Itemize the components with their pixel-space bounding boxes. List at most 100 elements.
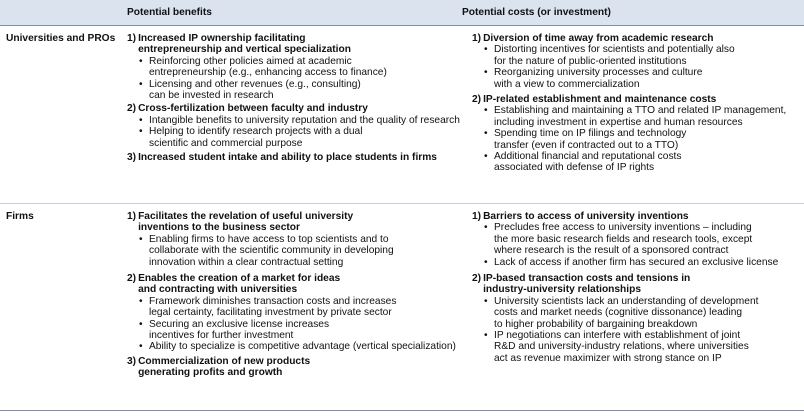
- list-item-line: legal certainty, facilitating investment…: [149, 307, 392, 319]
- list-item-line: Distorting incentives for scientists and…: [494, 44, 735, 56]
- list-item-line: with a view to commercialization: [494, 78, 640, 90]
- block-title: 1)Barriers to access of university inven…: [472, 211, 778, 222]
- list-item: Additional financial and reputational co…: [484, 151, 786, 174]
- list-item: Spending time on IP filings and technolo…: [484, 128, 786, 151]
- list-item-line: Establishing and maintaining a TTO and r…: [494, 105, 787, 117]
- header-divider: [0, 25, 804, 26]
- block-number: 3): [127, 152, 137, 164]
- list-item-line: Spending time on IP filings and technolo…: [494, 128, 687, 140]
- list-item-line: Framework diminishes transaction costs a…: [149, 295, 397, 307]
- block-title: 1)Diversion of time away from academic r…: [472, 33, 786, 44]
- list-item: IP negotiations can interfere with estab…: [484, 330, 778, 364]
- list-item-line: act as revenue maximizer with strong sta…: [494, 352, 722, 364]
- row2-benefits-cell: 1)Facilitates the revelation of useful u…: [127, 211, 456, 379]
- row1-costs-cell: 1)Diversion of time away from academic r…: [472, 33, 786, 174]
- list-item-line: costs and market needs (cognitive disson…: [494, 307, 743, 319]
- list-item-line: incentives for further investment: [149, 330, 294, 342]
- block-title: 2)IP-based transaction costs and tension…: [472, 273, 778, 296]
- list-item-line: for the nature of public-oriented instit…: [494, 55, 687, 67]
- list-item-line: to higher probability of bargaining brea…: [494, 318, 698, 330]
- list-item-line: Securing an exclusive license increases: [149, 318, 330, 330]
- list-block: 2)Enables the creation of a market for i…: [127, 273, 456, 353]
- list-item: University scientists lack an understand…: [484, 296, 778, 330]
- block-title: 2)Cross-fertilization between faculty an…: [127, 103, 460, 114]
- bullet-list: Framework diminishes transaction costs a…: [127, 296, 456, 353]
- row-label-universities: Universities and PROs: [6, 33, 116, 44]
- title-line: Commercialization of new products: [138, 355, 311, 367]
- list-item-line: Precludes free access to university inve…: [494, 222, 752, 234]
- list-item: Reorganizing university processes and cu…: [484, 67, 786, 90]
- list-item-line: R&D and university-industry relations, w…: [494, 341, 749, 353]
- title-line: IP-related establishment and maintenance…: [483, 94, 717, 106]
- block-title-text: Facilitates the revelation of useful uni…: [136, 211, 353, 234]
- block-title-text: Barriers to access of university inventi…: [481, 211, 689, 222]
- block-title-text: IP-related establishment and maintenance…: [481, 94, 716, 105]
- list-item-line: Licensing and other revenues (e.g., cons…: [149, 78, 361, 90]
- title-line: Increased student intake and ability to …: [138, 152, 437, 164]
- bullet-list: University scientists lack an understand…: [472, 296, 778, 364]
- title-line: Facilitates the revelation of useful uni…: [138, 211, 354, 222]
- list-item-line: University scientists lack an understand…: [494, 295, 759, 307]
- block-title-text: Enables the creation of a market for ide…: [136, 273, 340, 296]
- table-bottom-rule: [0, 410, 804, 411]
- list-item: Lack of access if another firm has secur…: [484, 256, 779, 269]
- row2-costs-cell: 1)Barriers to access of university inven…: [472, 211, 778, 364]
- block-title-text: Cross-fertilization between faculty and …: [136, 103, 368, 114]
- list-block: 1)Diversion of time away from academic r…: [472, 33, 786, 90]
- list-item-line: can be invested in research: [149, 90, 274, 102]
- list-item: Ability to specialize is competitive adv…: [139, 341, 456, 353]
- bullet-list: Precludes free access to university inve…: [472, 222, 778, 268]
- block-number: 1): [127, 211, 137, 222]
- title-line: generating profits and growth: [138, 367, 283, 379]
- list-item-line: where research is the result of a sponso…: [494, 245, 729, 257]
- list-item: Intangible benefits to university reputa…: [139, 114, 460, 127]
- list-block: 1)Barriers to access of university inven…: [472, 211, 778, 268]
- list-block: 3)Increased student intake and ability t…: [127, 152, 460, 163]
- list-item: Framework diminishes transaction costs a…: [139, 296, 456, 319]
- list-block: 2)IP-based transaction costs and tension…: [472, 273, 778, 364]
- block-number: 1): [127, 33, 137, 44]
- title-line: entrepreneurship and vertical specializa…: [138, 44, 351, 56]
- list-item-line: scientific and commercial purpose: [149, 137, 303, 149]
- list-item-line: Enabling firms to have access to top sci…: [149, 233, 389, 245]
- list-item: Establishing and maintaining a TTO and r…: [484, 105, 786, 128]
- block-title-text: IP-based transaction costs and tensions …: [481, 273, 690, 296]
- header-costs: Potential costs (or investment): [462, 7, 611, 18]
- list-item-line: Lack of access if another firm has secur…: [494, 256, 779, 268]
- title-line: Barriers to access of university inventi…: [483, 211, 689, 222]
- block-title: 1)Facilitates the revelation of useful u…: [127, 211, 456, 234]
- block-title: 2)IP-related establishment and maintenan…: [472, 94, 786, 105]
- block-number: 2): [472, 273, 482, 285]
- list-item-line: transfer (even if contracted out to a TT…: [494, 139, 679, 151]
- header-benefits: Potential benefits: [127, 7, 212, 18]
- bullet-list: Distorting incentives for scientists and…: [472, 44, 786, 90]
- list-item: Enabling firms to have access to top sci…: [139, 234, 456, 268]
- list-item: Securing an exclusive license increasesi…: [139, 319, 456, 342]
- title-line: Increased IP ownership facilitating: [138, 33, 306, 44]
- list-item: Reinforcing other policies aimed at acad…: [139, 56, 460, 79]
- list-item-line: Intangible benefits to university reputa…: [149, 114, 460, 126]
- table-header: Potential benefits Potential costs (or i…: [0, 0, 804, 25]
- list-item-line: entrepreneurship (e.g., enhancing access…: [149, 67, 387, 79]
- block-number: 2): [472, 94, 482, 106]
- title-line: Cross-fertilization between faculty and …: [138, 103, 368, 115]
- list-block: 2)IP-related establishment and maintenan…: [472, 94, 786, 174]
- list-item-line: Ability to specialize is competitive adv…: [149, 341, 456, 353]
- title-line: and contracting with universities: [138, 284, 298, 296]
- block-number: 3): [127, 355, 137, 367]
- list-item-line: collaborate with the scientific communit…: [149, 245, 394, 257]
- title-line: Enables the creation of a market for ide…: [138, 273, 341, 285]
- block-title: 3)Increased student intake and ability t…: [127, 152, 460, 163]
- list-item-line: associated with defense of IP rights: [494, 162, 655, 174]
- bullet-list: Intangible benefits to university reputa…: [127, 115, 460, 149]
- list-item-line: Reorganizing university processes and cu…: [494, 67, 703, 79]
- row-label-firms: Firms: [6, 211, 34, 222]
- list-item-line: the more basic research fields and resea…: [494, 233, 753, 245]
